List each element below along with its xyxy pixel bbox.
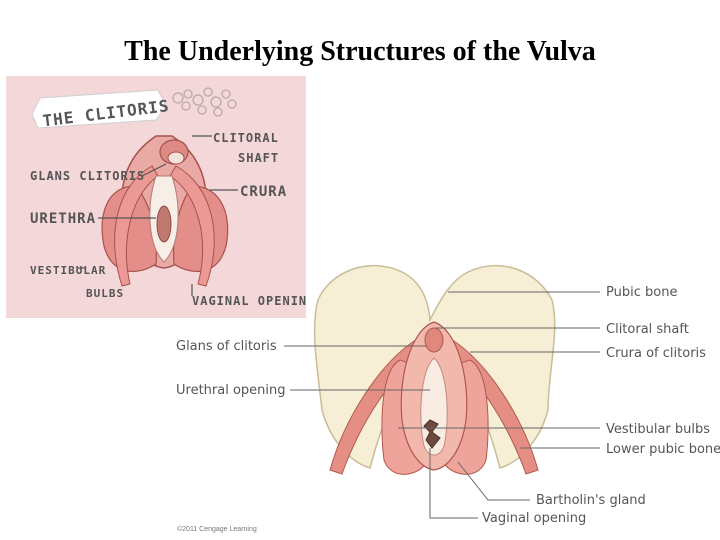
label-pubic-bone: Pubic bone <box>606 285 677 300</box>
pubic-tissue-decoration <box>172 87 237 117</box>
inset-label-shaft: SHAFT <box>238 151 279 165</box>
inset-label-urethra: URETHRA <box>30 211 96 227</box>
label-glans-of-clitoris: Glans of clitoris <box>176 339 277 354</box>
label-vaginal-opening: Vaginal opening <box>482 511 586 526</box>
label-crura-of-clitoris: Crura of clitoris <box>606 346 706 361</box>
clitoris-illustration <box>101 135 229 287</box>
label-clitoral-shaft: Clitoral shaft <box>606 322 689 337</box>
inset-label-vaginal-opening: VAGINAL OPENING <box>192 294 306 308</box>
inset-label-glans-clitoris: GLANS CLITORIS <box>30 169 145 183</box>
label-bartholins-gland: Bartholin's gland <box>536 493 646 508</box>
vestibule-shape <box>420 357 448 456</box>
pubic-bone-shape <box>313 264 556 469</box>
glans-shape <box>424 327 444 353</box>
inset-label-crura: CRURA <box>240 184 287 200</box>
inset-leader-lines <box>78 135 238 296</box>
page-title: The Underlying Structures of the Vulva <box>124 36 596 67</box>
copyright-text: ©2011 Cengage Learning <box>177 526 257 533</box>
inset-label-vestibular: VESTIBULAR <box>30 264 106 277</box>
main-leader-lines <box>284 291 600 519</box>
label-urethral-opening: Urethral opening <box>176 383 286 398</box>
label-vestibular-bulbs: Vestibular bulbs <box>606 422 710 437</box>
label-lower-pubic-bone: Lower pubic bone <box>606 442 720 457</box>
inset-label-bulbs: BULBS <box>86 287 124 300</box>
inset-label-clitoral: CLITORAL <box>213 131 279 145</box>
clitoris-inset-panel: THE CLITORIS CLITORAL SHAFT GLANS CLITOR… <box>6 76 306 318</box>
